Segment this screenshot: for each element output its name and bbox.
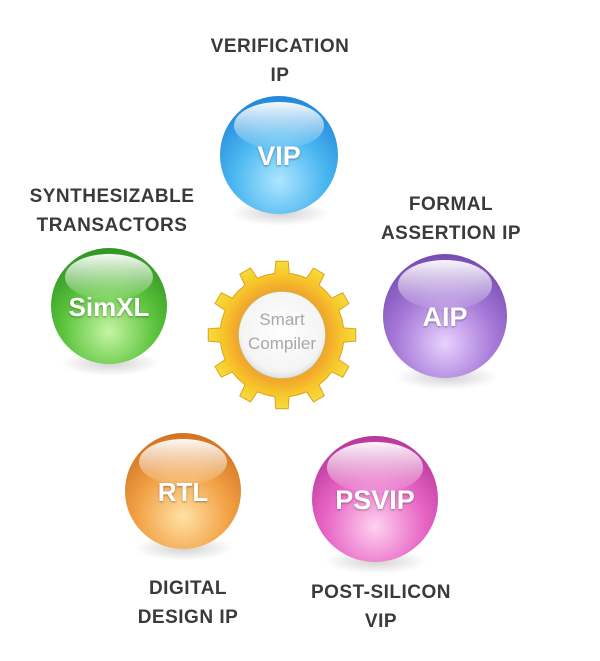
- rtl-gloss: [138, 438, 228, 486]
- gear-icon: [207, 260, 357, 410]
- rtl-label: RTL: [157, 477, 209, 508]
- psvip-sphere: PSVIP: [312, 436, 438, 562]
- vip-caption: VERIFICATION IP: [211, 32, 350, 90]
- aip-gloss: [397, 260, 493, 310]
- center-label-line2: Compiler: [247, 334, 317, 353]
- psvip-caption: POST-SILICON VIP: [311, 578, 451, 636]
- simxl-sphere: SimXL: [51, 248, 167, 364]
- aip-caption-line1: FORMAL: [408, 194, 494, 215]
- vip-sphere: VIP: [220, 96, 338, 214]
- rtl-caption-line1: DIGITAL: [148, 578, 228, 599]
- center-label-line1: Smart: [259, 310, 305, 329]
- vip-label: VIP: [257, 141, 301, 172]
- aip-caption: FORMAL ASSERTION IP: [381, 190, 521, 248]
- psvip-label: PSVIP: [335, 485, 415, 516]
- rtl-sphere: RTL: [125, 433, 241, 549]
- aip-label: AIP: [422, 302, 468, 333]
- psvip-caption-line1: POST-SILICON: [310, 582, 452, 603]
- vip-caption-line1: VERIFICATION: [210, 36, 350, 57]
- smart-compiler-gear: Smart Compiler: [205, 258, 359, 412]
- simxl-caption: SYNTHESIZABLE TRANSACTORS: [30, 182, 195, 240]
- simxl-gloss: [64, 253, 154, 301]
- simxl-caption-line1: SYNTHESIZABLE: [29, 186, 195, 207]
- rtl-caption: DIGITAL DESIGN IP: [138, 574, 239, 632]
- simxl-caption-line2: TRANSACTORS: [36, 215, 188, 236]
- simxl-label: SimXL: [68, 292, 150, 323]
- gear-hole: [237, 290, 327, 380]
- aip-sphere: AIP: [383, 254, 507, 378]
- aip-caption-line2: ASSERTION IP: [380, 223, 522, 244]
- rtl-caption-line2: DESIGN IP: [137, 607, 239, 628]
- vip-caption-line2: IP: [270, 65, 290, 86]
- vip-gloss: [234, 101, 324, 150]
- psvip-gloss: [327, 442, 423, 493]
- psvip-caption-line2: VIP: [364, 611, 398, 632]
